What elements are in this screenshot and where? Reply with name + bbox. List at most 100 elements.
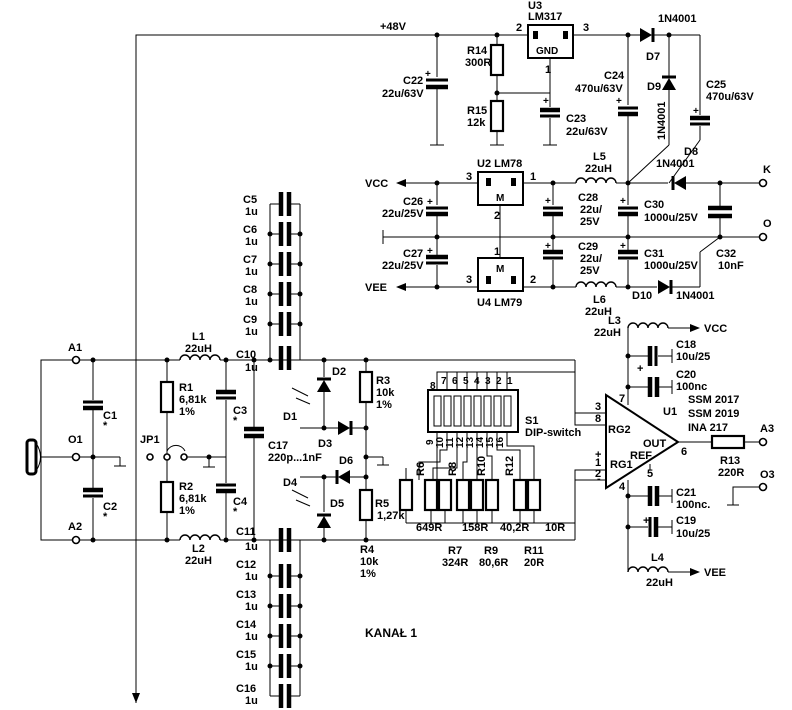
- inductor-l4: [627, 566, 669, 573]
- label-c26-value: 22u/25V: [382, 208, 424, 220]
- label-r1: R1: [179, 382, 193, 394]
- svg-text:9: 9: [425, 439, 436, 445]
- label-r13-value: 220R: [718, 467, 744, 479]
- label-o1: O1: [68, 434, 83, 446]
- diode-d9-icon: [662, 78, 676, 90]
- label-c23-value: 22u/63V: [566, 126, 608, 138]
- resistor-r8: [455, 478, 471, 512]
- jumper-jp1[interactable]: [166, 444, 186, 452]
- label-d10-type: 1N4001: [676, 290, 715, 302]
- input-section: A1 O1 A2 C1 * C2 * R1 6,81k 1% R2: [25, 192, 575, 708]
- svg-text:1u: 1u: [245, 601, 258, 613]
- label-c19-value: 10u/25: [676, 528, 710, 540]
- svg-text:M: M: [496, 264, 504, 275]
- label-l3: L3: [608, 315, 621, 327]
- diode-d10-icon: [658, 280, 670, 294]
- protection-diodes: D2 D1 D3 R3 10k 1% D6 D4: [283, 357, 395, 580]
- terminal-a1: [71, 355, 81, 365]
- label-u3: U3: [528, 0, 542, 12]
- label-r8-value: 158R: [462, 522, 488, 534]
- svg-text:22u/: 22u/: [580, 204, 602, 216]
- inductor-l5: [575, 177, 617, 184]
- label-u3-type: LM317: [528, 11, 562, 23]
- svg-text:5: 5: [463, 376, 469, 387]
- resistor-r4: [358, 488, 374, 522]
- label-c31: C31: [644, 248, 664, 260]
- label-c11: C11: [236, 526, 256, 538]
- svg-text:3: 3: [466, 171, 472, 183]
- svg-text:+: +: [595, 449, 601, 461]
- label-d5: D5: [330, 498, 344, 510]
- svg-text:3: 3: [485, 376, 491, 387]
- label-r5: R5: [375, 498, 389, 510]
- arrow-left-icon: [396, 179, 406, 187]
- label-a2: A2: [68, 521, 82, 533]
- label-vee-top: VEE: [365, 282, 387, 294]
- svg-text:1: 1: [545, 64, 551, 76]
- svg-text:+: +: [545, 241, 551, 252]
- inductor-l6: [575, 281, 617, 288]
- label-l2: L2: [192, 543, 205, 555]
- svg-text:*: *: [103, 511, 108, 523]
- label-48v: +48V: [380, 21, 407, 33]
- svg-text:1u: 1u: [245, 296, 258, 308]
- label-r13: R13: [720, 455, 740, 467]
- amplifier-u1: RG2 RG1 OUT REF + - 3 8 1 2 7 5 4 6 U1 S…: [594, 315, 775, 589]
- opamp-u1: [605, 393, 680, 490]
- terminal-a2: [71, 535, 81, 545]
- label-r12: R12: [504, 456, 516, 476]
- svg-text:+: +: [425, 69, 431, 80]
- label-c4: C4: [233, 496, 248, 508]
- label-l6-value: 22uH: [585, 306, 612, 318]
- label-vcc-top: VCC: [365, 178, 388, 190]
- label-d8: D8: [684, 146, 698, 158]
- label-c22: C22: [403, 75, 423, 87]
- svg-text:1u: 1u: [245, 236, 258, 248]
- svg-text:*: *: [103, 420, 108, 432]
- svg-text:22u/: 22u/: [580, 253, 602, 265]
- svg-text:+: +: [545, 196, 551, 207]
- label-c8: C8: [243, 284, 257, 296]
- label-c15: C15: [236, 649, 256, 661]
- svg-text:*: *: [233, 506, 238, 518]
- label-d3: D3: [318, 438, 332, 450]
- label-ssm2017: SSM 2017: [688, 394, 739, 406]
- arrow-down-icon: [132, 693, 140, 703]
- svg-text:10: 10: [435, 436, 446, 448]
- label-d2: D2: [332, 366, 346, 378]
- label-r3-value: 10k: [376, 387, 395, 399]
- label-o3: O3: [760, 469, 775, 481]
- svg-text:1u: 1u: [245, 541, 258, 553]
- svg-text:+: +: [637, 363, 643, 375]
- label-r4-value: 10k: [360, 556, 379, 568]
- label-c10: C10: [236, 349, 256, 361]
- svg-text:8: 8: [430, 381, 436, 392]
- label-gnd: GND: [536, 46, 558, 57]
- label-c19: C19: [676, 515, 696, 527]
- inductor-l1: [179, 354, 221, 361]
- label-r2-tol: 1%: [179, 505, 195, 517]
- svg-text:1u: 1u: [245, 661, 258, 673]
- svg-text:3: 3: [583, 22, 589, 34]
- label-d10: D10: [632, 290, 652, 302]
- inductor-l3: [627, 322, 669, 329]
- microphone-icon: [25, 438, 38, 476]
- label-c16: C16: [236, 683, 256, 695]
- label-l4-value: 22uH: [646, 577, 673, 589]
- svg-text:8: 8: [595, 413, 601, 425]
- label-c17-value: 220p...1nF: [268, 452, 322, 464]
- label-jp1: JP1: [140, 434, 160, 446]
- resistor-r14: [489, 43, 505, 77]
- dip-switch-s1[interactable]: [427, 389, 519, 433]
- label-c12: C12: [236, 559, 256, 571]
- label-r2-value: 6,81k: [179, 493, 207, 505]
- label-l5: L5: [593, 151, 606, 163]
- svg-text:1u: 1u: [245, 326, 258, 338]
- label-c21: C21: [676, 487, 696, 499]
- terminal-k: [758, 178, 768, 188]
- svg-text:2: 2: [516, 22, 522, 34]
- svg-text:13: 13: [465, 436, 476, 448]
- label-r7: R7: [448, 545, 462, 557]
- label-c9: C9: [243, 314, 257, 326]
